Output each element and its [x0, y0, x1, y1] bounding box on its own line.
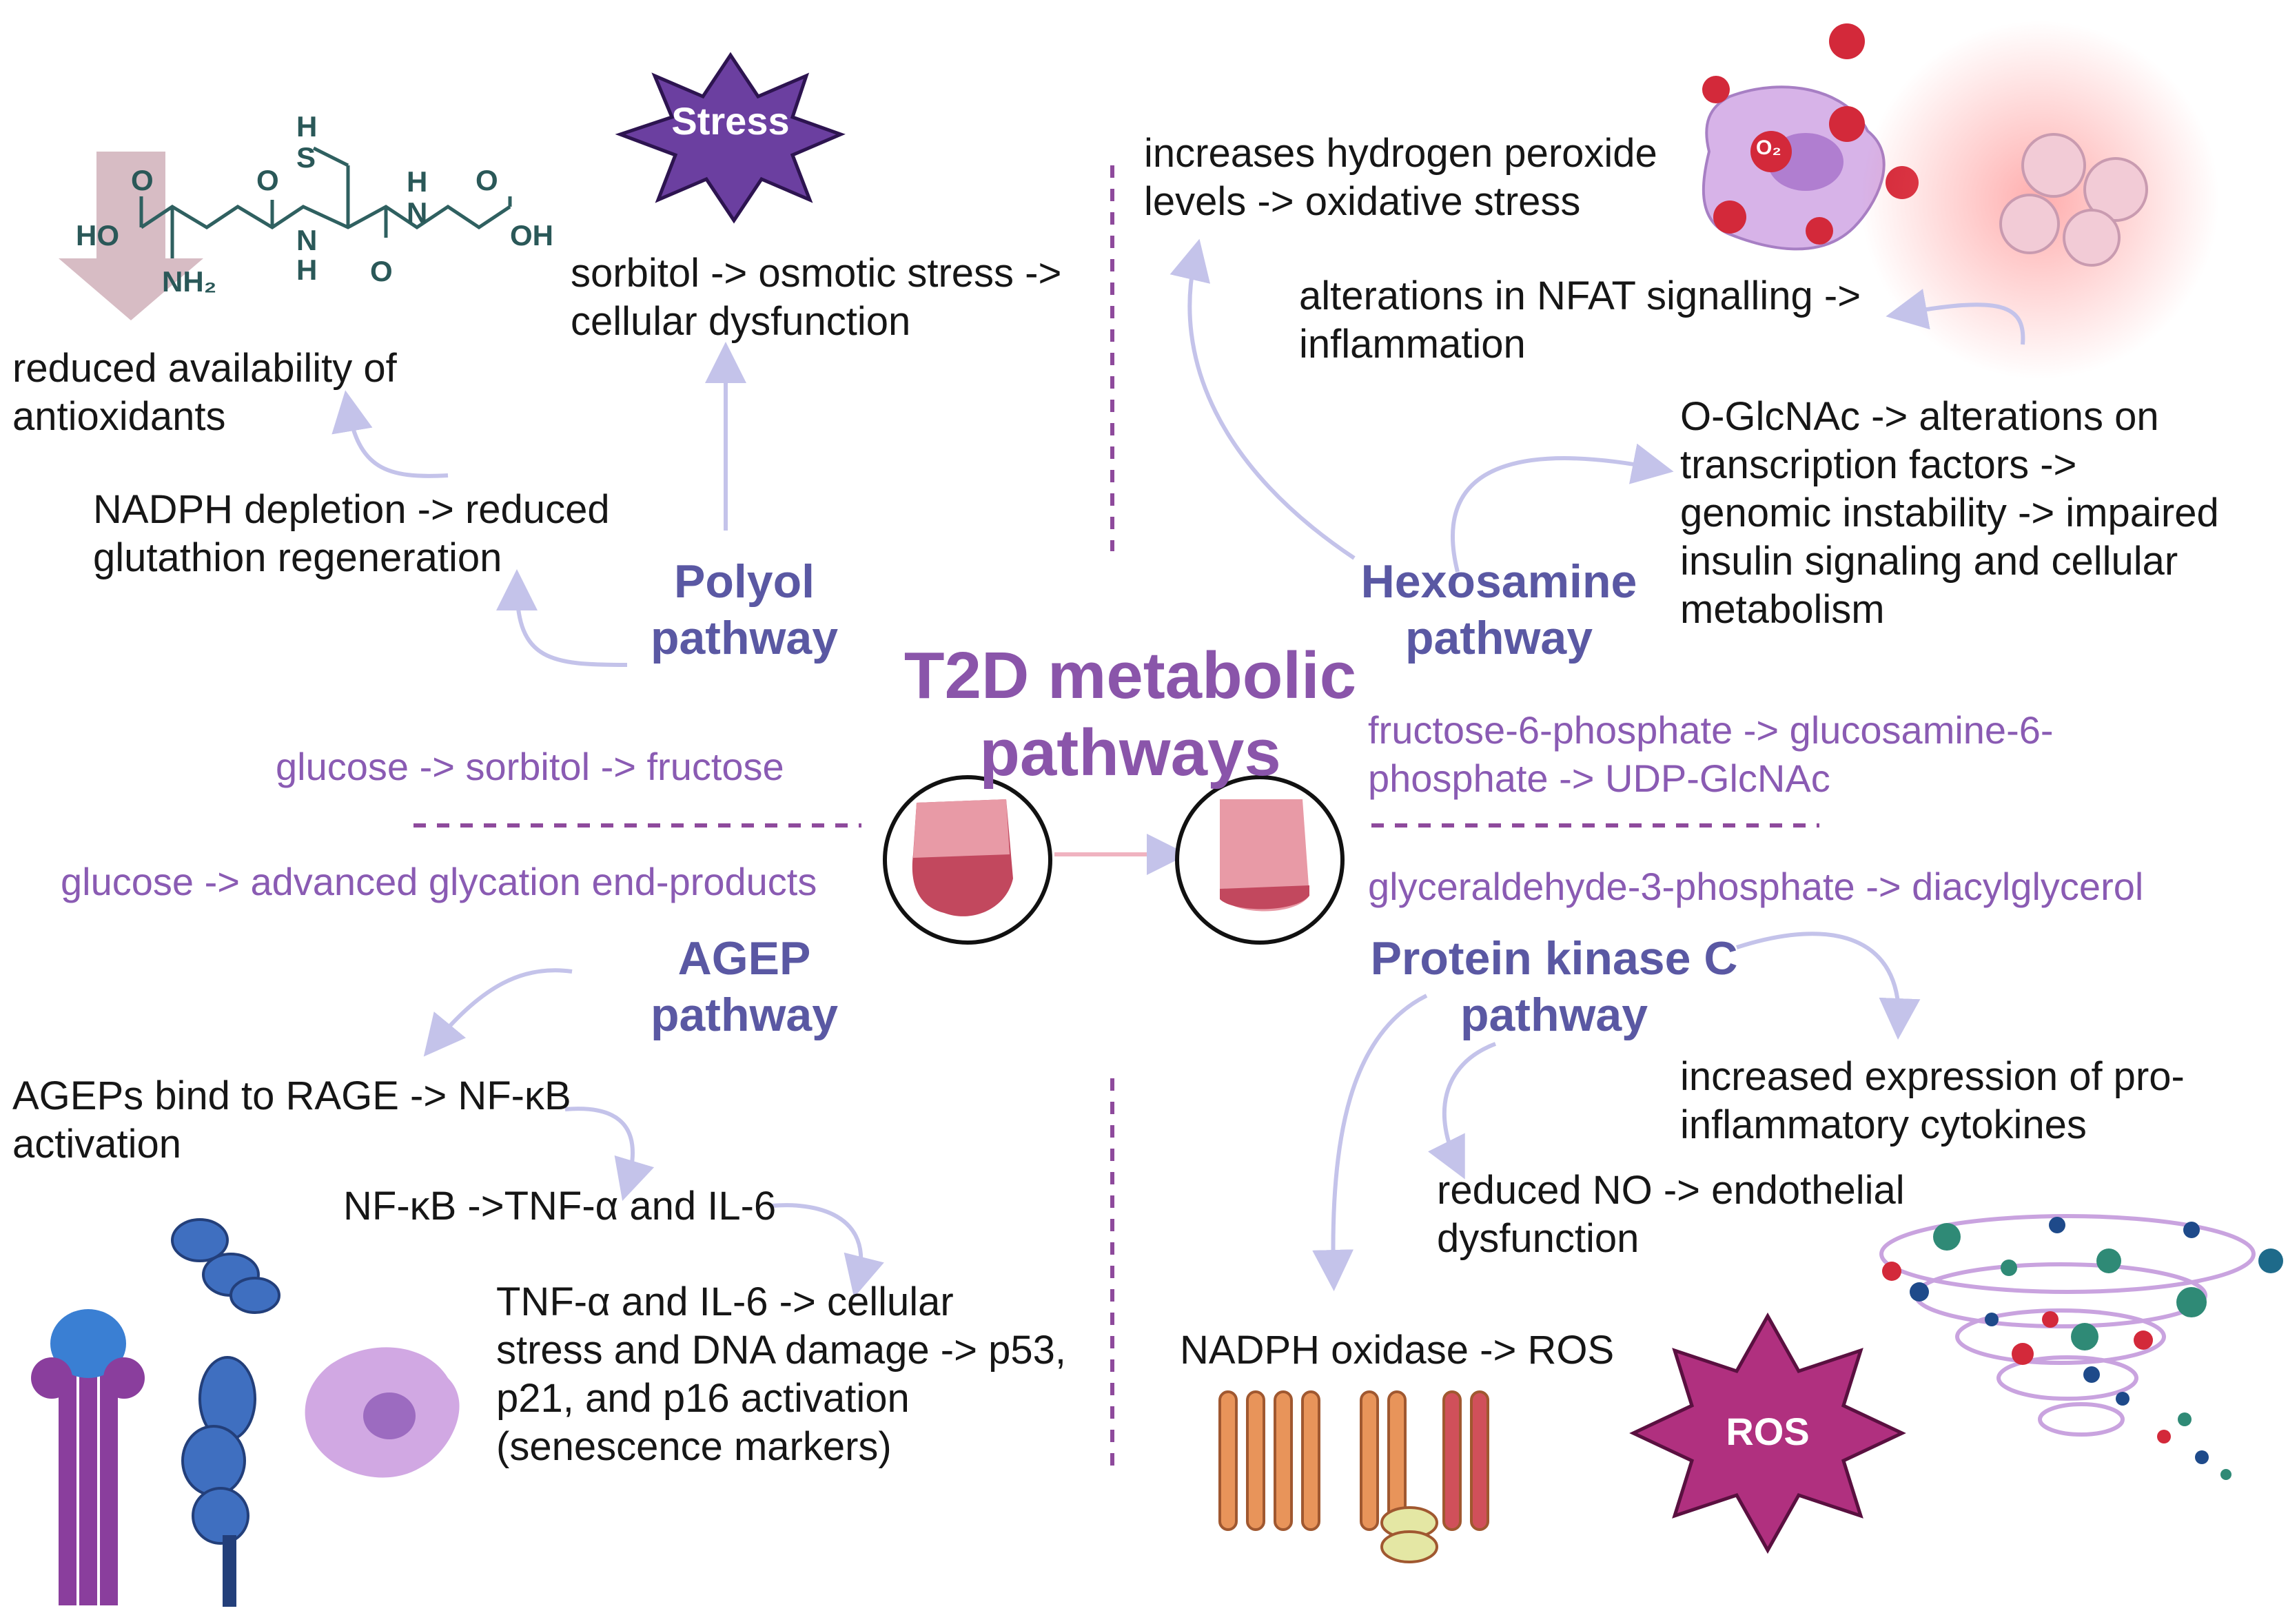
- rage-effect: AGEPs bind to RAGE -> NF-κB activation: [12, 1072, 571, 1169]
- atom-o-left: O: [131, 164, 154, 196]
- agep-line-1: AGEP: [677, 932, 811, 985]
- atom-s: S: [296, 141, 316, 174]
- rage-line-1: AGEPs bind to RAGE -> NF-κB: [12, 1073, 571, 1118]
- sorbitol-effect: sorbitol -> osmotic stress -> cellular d…: [571, 249, 1061, 346]
- agep-sequence: glucose -> advanced glycation end-produc…: [61, 860, 817, 903]
- oglcnac-line-4: insulin signaling and cellular: [1680, 539, 2178, 584]
- hexosamine-line-1: Hexosamine: [1360, 555, 1637, 608]
- nadph-line-1: NADPH depletion -> reduced: [93, 487, 610, 532]
- pkc-pathway-label: Protein kinase C pathway: [1330, 930, 1778, 1043]
- healthy-tissue-icon: [883, 775, 1052, 945]
- o2-label: O₂: [1756, 136, 1781, 159]
- nadph-line-2: glutathion regeneration: [93, 535, 502, 580]
- oglcnac-line-3: genomic instability -> impaired: [1680, 491, 2219, 535]
- h2o2-line-2: levels -> oxidative stress: [1144, 179, 1581, 224]
- nfkb-effect: NF-κB ->TNF-α and IL-6: [343, 1182, 776, 1231]
- title-line-2: pathways: [979, 716, 1281, 790]
- hexosamine-sequence: fructose-6-phosphate -> glucosamine-6- p…: [1368, 706, 2054, 803]
- atom-h-thiol: H: [296, 110, 318, 143]
- rage-receptor-icon: [31, 1309, 145, 1605]
- atom-ho: HO: [76, 219, 119, 251]
- diagram-title: T2D metabolic pathways: [903, 637, 1358, 792]
- hexosamine-line-2: pathway: [1405, 612, 1593, 664]
- atom-oh: OH: [510, 219, 553, 251]
- antioxidants-line-2: antioxidants: [12, 394, 226, 439]
- antioxidants-effect: reduced availability of antioxidants: [12, 345, 397, 441]
- atom-n-1: N: [296, 224, 318, 256]
- nox-line-1: NADPH oxidase -> ROS: [1180, 1328, 1615, 1373]
- h2o2-effect: increases hydrogen peroxide levels -> ox…: [1144, 130, 1657, 226]
- atom-nh2: NH₂: [162, 265, 217, 298]
- agep-line-2: pathway: [650, 989, 839, 1041]
- atom-h-2: H: [407, 165, 428, 198]
- flow-arrows: [331, 238, 2025, 1298]
- atom-o-right: O: [476, 164, 498, 196]
- atom-o-lower: O: [370, 255, 393, 287]
- quadrant-dividers: [413, 165, 1819, 1468]
- atom-o-mid: O: [256, 164, 279, 196]
- oglcnac-line-1: O-GlcNAc -> alterations on: [1680, 394, 2159, 439]
- rage-line-2: activation: [12, 1122, 182, 1166]
- ros-label: ROS: [1726, 1410, 1810, 1453]
- senescent-cell-icon: [305, 1347, 460, 1478]
- polyol-line-2: pathway: [650, 612, 839, 664]
- protein-icon: [171, 1218, 280, 1607]
- no-effect: reduced NO -> endothelial dysfunction: [1437, 1166, 1905, 1263]
- pkc-sequence: glyceraldehyde-3-phosphate -> diacylglyc…: [1368, 865, 2144, 908]
- oglcnac-line-2: transcription factors ->: [1680, 442, 2077, 487]
- sorbitol-line-2: cellular dysfunction: [571, 299, 911, 344]
- nadph-oxidase-icon: [1218, 1390, 1489, 1563]
- no-line-2: dysfunction: [1437, 1216, 1640, 1261]
- h2o2-line-1: increases hydrogen peroxide: [1144, 131, 1657, 176]
- hexosamine-sequence-line-2: phosphate -> UDP-GlcNAc: [1368, 757, 1830, 800]
- diseased-tissue-icon: [1175, 775, 1345, 945]
- sorbitol-line-1: sorbitol -> osmotic stress ->: [571, 251, 1062, 296]
- agep-pathway-label: AGEP pathway: [606, 930, 882, 1043]
- glutathione-structure-icon: [139, 146, 512, 258]
- molecule-dots-icon: [1882, 1217, 2283, 1480]
- nfat-effect: alterations in NFAT signalling -> inflam…: [1299, 272, 1861, 369]
- polyol-line-1: Polyol: [673, 555, 815, 608]
- nfat-line-1: alterations in NFAT signalling ->: [1299, 274, 1861, 318]
- polyol-sequence: glucose -> sorbitol -> fructose: [276, 745, 784, 788]
- stress-label: Stress: [671, 99, 790, 143]
- ros-star-icon: [1629, 1312, 1906, 1554]
- title-line-1: T2D metabolic: [903, 639, 1357, 712]
- decrease-arrow-icon: [59, 152, 203, 320]
- cytokines-line-1: increased expression of pro-: [1680, 1054, 2185, 1099]
- oglcnac-effect: O-GlcNAc -> alterations on transcription…: [1680, 393, 2219, 634]
- antioxidants-line-1: reduced availability of: [12, 346, 397, 391]
- oxidative-vortex-icon: [1879, 1214, 2256, 1437]
- tnf-line-1: TNF-α and IL-6 -> cellular: [496, 1279, 954, 1324]
- nadph-effect: NADPH depletion -> reduced glutathion re…: [93, 486, 610, 582]
- tnf-line-4: (senescence markers): [496, 1424, 892, 1469]
- atom-n-2: N: [407, 196, 428, 229]
- cytokines-effect: increased expression of pro- inflammator…: [1680, 1053, 2185, 1149]
- tnf-line-3: p21, and p16 activation: [496, 1376, 910, 1421]
- nfkb-line-1: NF-κB ->TNF-α and IL-6: [343, 1184, 777, 1229]
- cytokines-line-2: inflammatory cytokines: [1680, 1102, 2087, 1147]
- stress-star-icon: [615, 52, 846, 224]
- oglcnac-line-5: metabolism: [1680, 587, 1885, 632]
- atom-h-1: H: [296, 254, 318, 286]
- nfat-line-2: inflammation: [1299, 322, 1526, 367]
- hexosamine-pathway-label: Hexosamine pathway: [1347, 553, 1651, 666]
- tnf-effect: TNF-α and IL-6 -> cellular stress and DN…: [496, 1278, 1066, 1471]
- hexosamine-sequence-line-1: fructose-6-phosphate -> glucosamine-6-: [1368, 708, 2054, 752]
- immune-cells-icon: [1999, 133, 2148, 267]
- pkc-line-1: Protein kinase C: [1370, 932, 1738, 985]
- tnf-line-2: stress and DNA damage -> p53,: [496, 1328, 1066, 1373]
- pkc-line-2: pathway: [1460, 989, 1648, 1041]
- no-line-1: reduced NO -> endothelial: [1437, 1168, 1905, 1213]
- nox-effect: NADPH oxidase -> ROS: [1180, 1326, 1614, 1375]
- polyol-pathway-label: Polyol pathway: [606, 553, 882, 666]
